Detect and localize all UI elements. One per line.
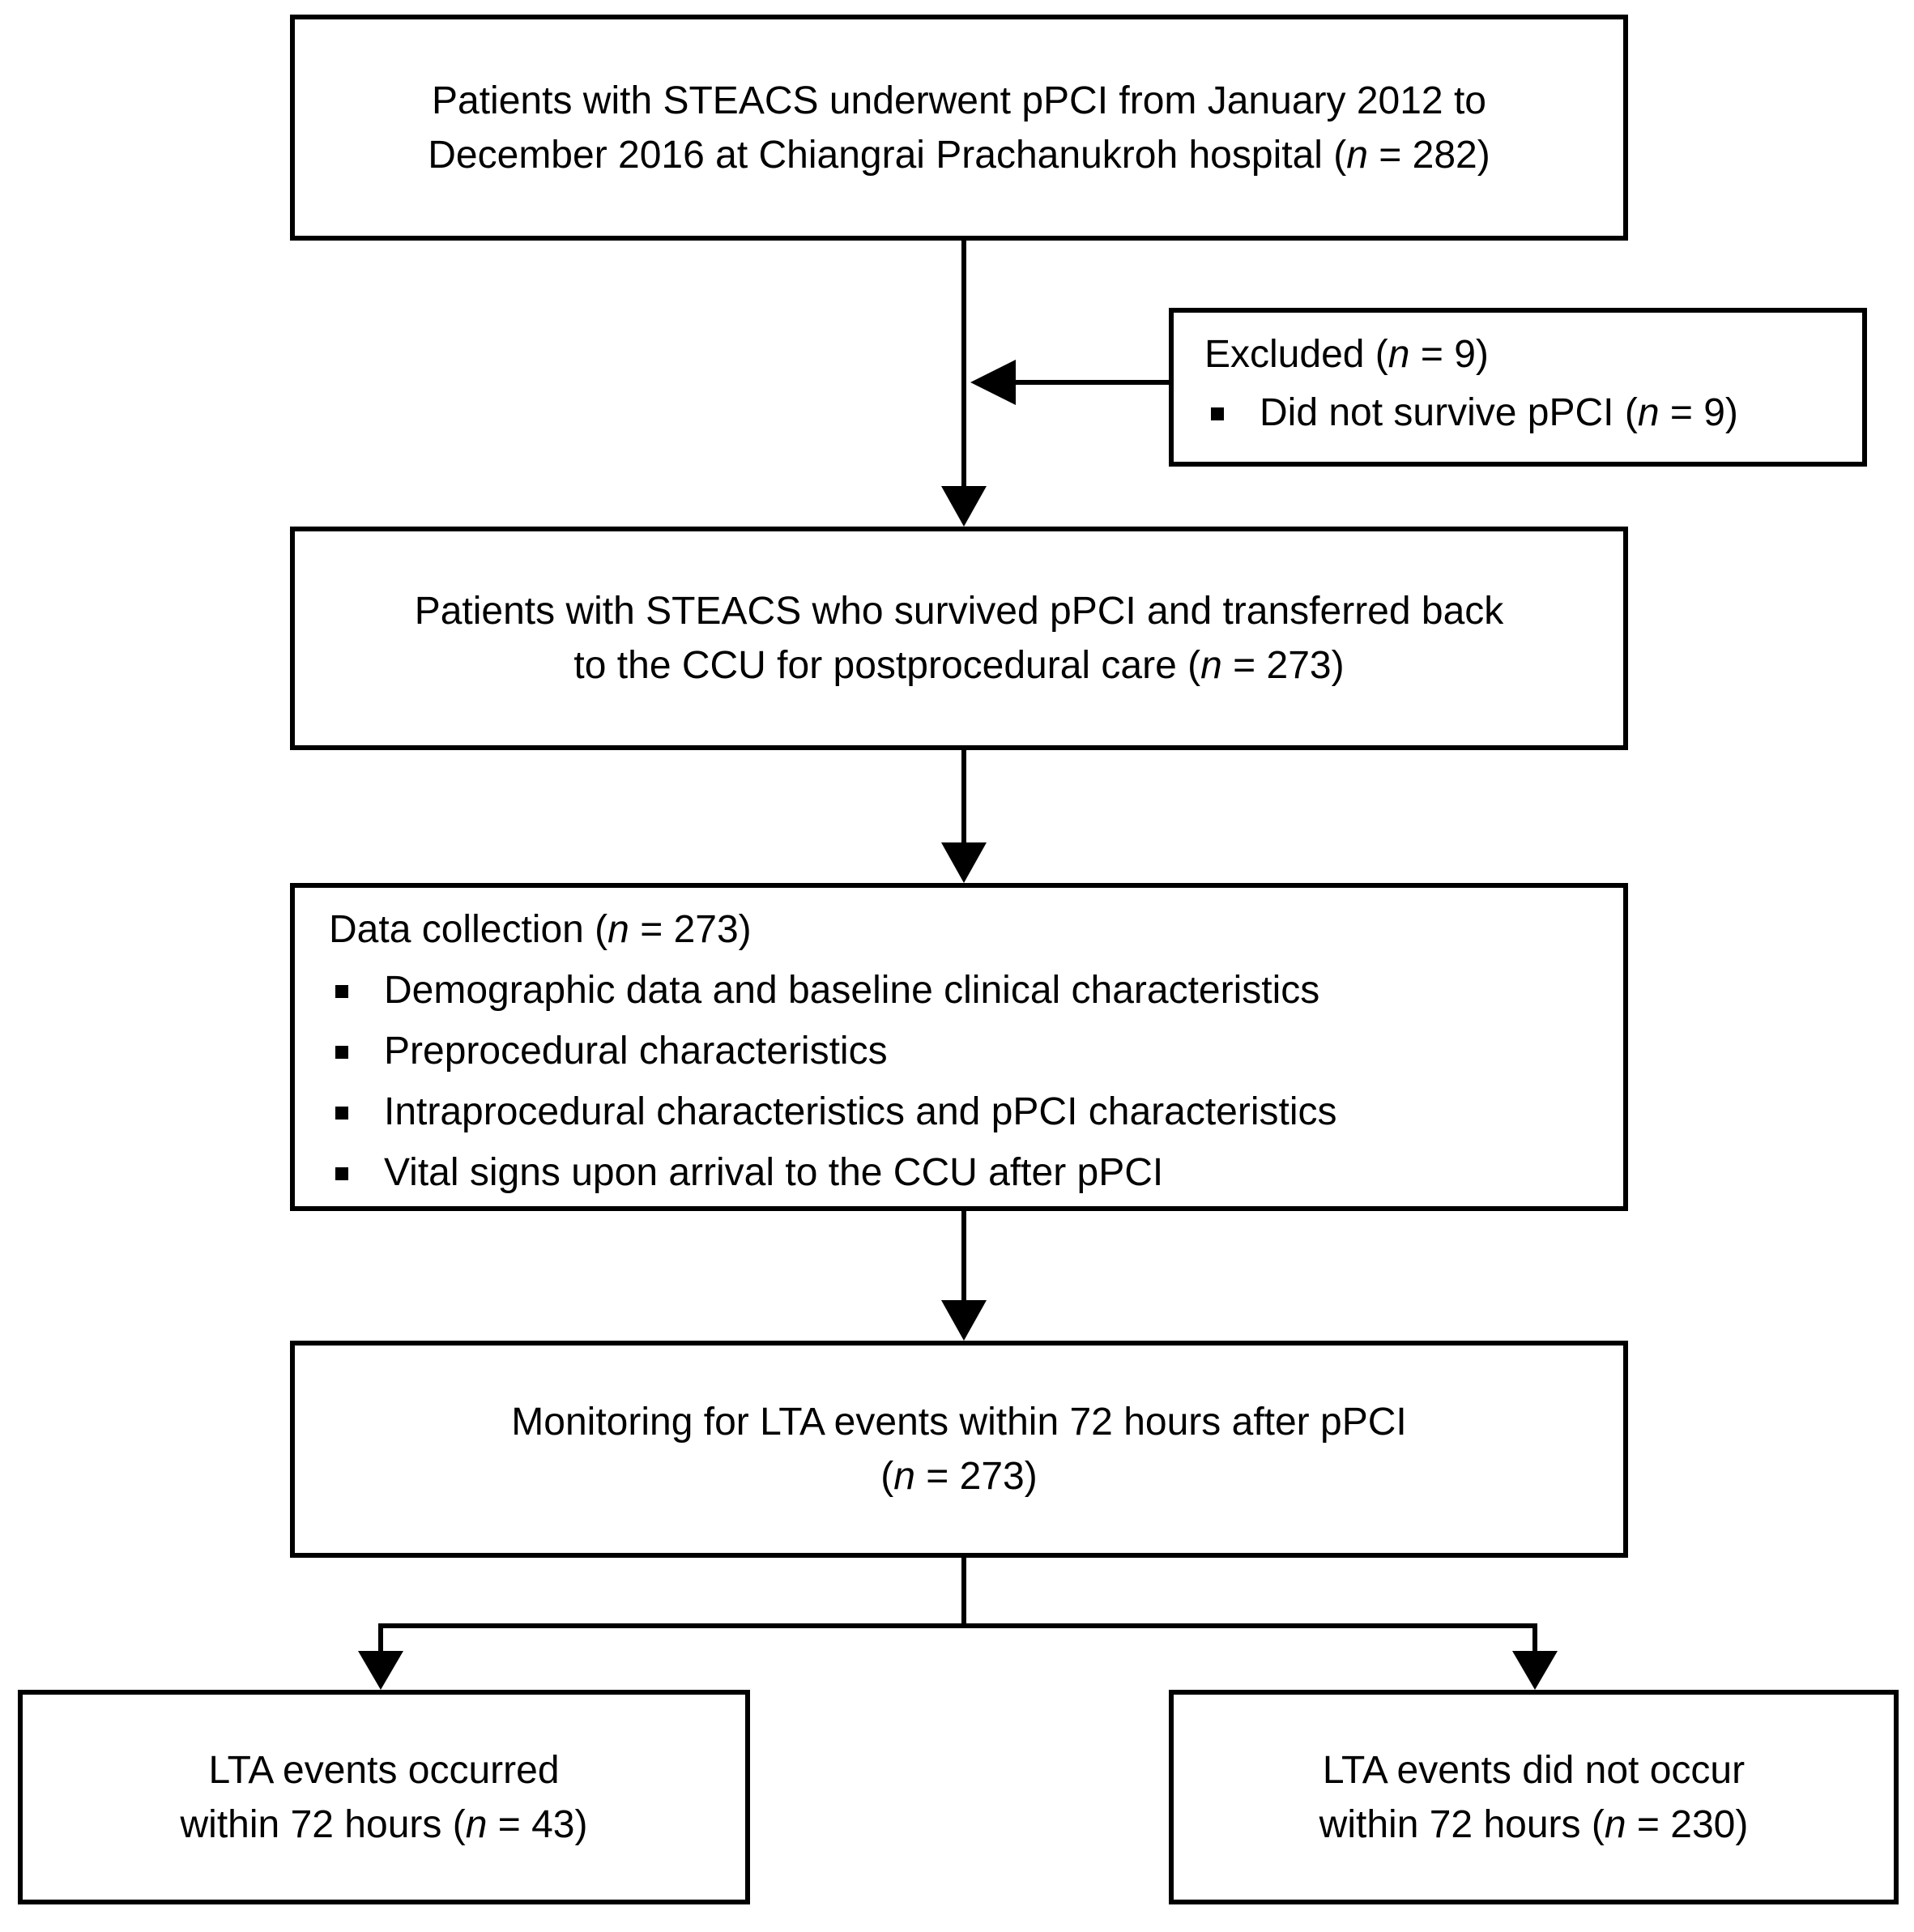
lta-not-occurred-line-1: LTA events did not occur bbox=[1322, 1748, 1746, 1792]
arrowhead-down-icon bbox=[941, 486, 987, 527]
data-collection-title: Data collection (n = 273) bbox=[329, 908, 752, 951]
data-collection-item: Preprocedural characteristics bbox=[329, 1021, 1609, 1081]
data-collection-item-text: Vital signs upon arrival to the CCU afte… bbox=[384, 1151, 1164, 1194]
excluded-title: Excluded (n = 9) bbox=[1204, 333, 1489, 376]
data-collection-item-text: Demographic data and baseline clinical c… bbox=[384, 969, 1320, 1012]
arrowhead-down-icon bbox=[358, 1651, 403, 1690]
arrowhead-down-icon bbox=[1512, 1651, 1558, 1690]
excluded-item-text: Did not survive pPCI (n = 9) bbox=[1260, 391, 1738, 434]
lta-not-occurred-box: LTA events did not occur within 72 hours… bbox=[1169, 1690, 1899, 1904]
data-collection-item: Intraprocedural characteristics and pPCI… bbox=[329, 1081, 1609, 1142]
data-collection-item: Vital signs upon arrival to the CCU afte… bbox=[329, 1142, 1609, 1203]
data-collection-item-text: Preprocedural characteristics bbox=[384, 1030, 888, 1073]
square-bullet-icon bbox=[1211, 407, 1224, 420]
data-collection-item-text: Intraprocedural characteristics and pPCI… bbox=[384, 1090, 1337, 1133]
arrowhead-left-icon bbox=[970, 360, 1016, 405]
data-collection-box: Data collection (n = 273) Demographic da… bbox=[290, 883, 1628, 1211]
lta-occurred-line-2: within 72 hours (n = 43) bbox=[180, 1802, 588, 1846]
lta-occurred-line-1: LTA events occurred bbox=[208, 1748, 560, 1792]
excluded-box: Excluded (n = 9) Did not survive pPCI (n… bbox=[1169, 308, 1867, 467]
square-bullet-icon bbox=[335, 1045, 348, 1059]
monitoring-box: Monitoring for LTA events within 72 hour… bbox=[290, 1341, 1628, 1558]
square-bullet-icon bbox=[335, 1166, 348, 1180]
survived-line-2: to the CCU for postprocedural care (n = … bbox=[573, 644, 1345, 687]
arrowhead-down-icon bbox=[941, 842, 987, 883]
survived-line-1: Patients with STEACS who survived pPCI a… bbox=[414, 590, 1504, 633]
square-bullet-icon bbox=[335, 984, 348, 998]
lta-occurred-box: LTA events occurred within 72 hours (n =… bbox=[18, 1690, 750, 1904]
square-bullet-icon bbox=[335, 1106, 348, 1120]
survived-box: Patients with STEACS who survived pPCI a… bbox=[290, 527, 1628, 750]
excluded-item: Did not survive pPCI (n = 9) bbox=[1204, 384, 1848, 442]
arrowhead-down-icon bbox=[941, 1300, 987, 1341]
enrollment-box: Patients with STEACS underwent pPCI from… bbox=[290, 15, 1628, 241]
monitoring-line-2: (n = 273) bbox=[880, 1455, 1038, 1498]
lta-not-occurred-line-2: within 72 hours (n = 230) bbox=[1319, 1802, 1749, 1846]
enrollment-line-2: December 2016 at Chiangrai Prachanukroh … bbox=[428, 133, 1490, 177]
data-collection-item: Demographic data and baseline clinical c… bbox=[329, 960, 1609, 1021]
enrollment-line-1: Patients with STEACS underwent pPCI from… bbox=[432, 79, 1486, 122]
monitoring-line-1: Monitoring for LTA events within 72 hour… bbox=[511, 1401, 1407, 1444]
